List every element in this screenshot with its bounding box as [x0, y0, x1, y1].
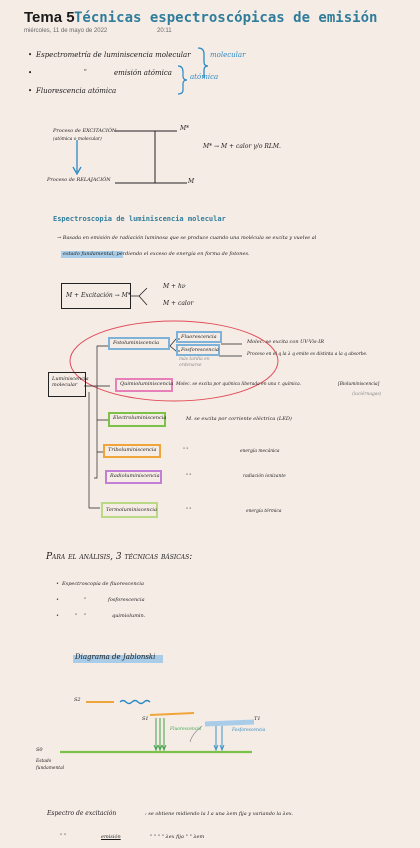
fosforescencia-note-2: ordenarse	[179, 363, 202, 368]
technique-ditto: "	[75, 613, 78, 619]
section-heading-analisis: Para el análisis, 3 técnicas básicas:	[46, 552, 193, 562]
fotolum-note-2: Proceso en el q la λ q emite es distinta…	[247, 352, 368, 357]
estado-label: Estado	[36, 759, 52, 764]
tree-root: Luminiscencia molecular	[52, 376, 89, 388]
radio-note: radiación ionizante	[243, 474, 286, 479]
definition-line-1: → Basada en emisión de radiación luminos…	[57, 235, 317, 241]
technique-2: fosforescencia	[108, 597, 145, 603]
excitacion-label: Proceso de EXCITACIÓN	[53, 128, 117, 134]
fosforescencia-note: más tardía en	[179, 357, 210, 362]
bullet-dot: •	[56, 613, 59, 619]
triboluminiscencia-label: Triboluminiscencia	[108, 447, 157, 453]
bullet-dot: •	[56, 597, 59, 603]
state-s0: S0	[36, 747, 43, 753]
bioluminiscencia-sub: (luciérnagas)	[352, 392, 382, 397]
espectro-ditto: " "	[60, 833, 67, 839]
box-electroluminiscencia: Electroluminiscencia	[108, 412, 166, 427]
tree-root-box: Luminiscencia molecular	[48, 372, 89, 397]
fluorescencia-transition-label: Fluorescencia	[170, 727, 202, 732]
tribo-note: energía mecánica	[240, 449, 280, 454]
intro-ditto: "	[84, 69, 87, 76]
note-time: 20:11	[157, 28, 172, 34]
label-molecular: molecular	[210, 51, 246, 59]
tribo-ditto: " "	[183, 448, 189, 453]
page-title-number: Tema 5	[24, 9, 75, 26]
reaction-text: M + Excitación → M*	[66, 292, 131, 299]
note-date: miércoles, 11 de mayo de 2022	[24, 28, 108, 34]
technique-ditto: "	[84, 597, 87, 603]
relaxation-equation: M* → M + calor γ/o RLM.	[203, 143, 281, 150]
box-fosforescencia: Fosforescencia	[176, 344, 220, 356]
product-2: M + calor	[163, 300, 194, 307]
brace-icon	[197, 47, 209, 78]
reaction-box: M + Excitación → M*	[61, 283, 131, 309]
m-bottom: M	[188, 178, 195, 185]
bioluminiscencia-label: [Bioluminiscencia]	[338, 382, 380, 387]
espectro-emision-text: " " " " λex fija " " λem	[150, 834, 205, 840]
fosforescencia-transition-label: Fosforescencia	[232, 728, 266, 733]
electroluminiscencia-label: Electroluminiscencia	[113, 415, 167, 421]
technique-3: quimiolumin.	[112, 613, 146, 619]
energy-level-diagram	[115, 130, 187, 184]
termo-note: energía térmica	[246, 509, 282, 514]
technique-1: Espectroscopía de fluorescencia	[62, 581, 144, 587]
espectro-excitacion-text: : se obtiene midiendo la I a una λem fij…	[145, 811, 294, 817]
box-fluorescencia: Fluorescencia	[176, 331, 222, 343]
box-triboluminiscencia: Triboluminiscencia	[103, 444, 161, 458]
highlight-jablonski	[73, 655, 163, 663]
luminiscence-tree-lines	[69, 320, 279, 509]
excitacion-sub: (atómica o molecular)	[53, 137, 102, 142]
definition-line-2: estado fundamental, perdiendo el exceso …	[63, 251, 250, 257]
quimioluminiscencia-label: Quimioluminiscencia	[120, 381, 174, 387]
espectro-excitacion-label: Espectro de excitación	[47, 810, 117, 817]
intro-item-3: Fluorescencia atómica	[36, 87, 117, 95]
intro-item-1: Espectrometría de luminiscencia molecula…	[36, 51, 191, 59]
quimio-note: Molec. se excita por química liberada en…	[176, 382, 302, 387]
page-title: Técnicas espectroscópicas de emisión	[74, 10, 378, 26]
branch-arrows-icon	[131, 287, 148, 306]
state-t1: T1	[254, 716, 261, 722]
fundamental-label: fundamental	[36, 766, 65, 771]
electro-note: M. se excita por corriente eléctrica (LE…	[186, 416, 292, 422]
espectro-emision-label: emisión	[101, 834, 121, 840]
state-s1: S1	[142, 716, 149, 722]
fotoluminiscencia-label: Fotoluminiscencia	[113, 340, 160, 346]
product-1: M + hν	[163, 283, 186, 290]
label-atomica: atómica	[190, 73, 219, 81]
box-quimioluminiscencia: Quimioluminiscencia	[115, 378, 173, 392]
highlight-estado	[61, 251, 123, 258]
brace-icon	[177, 65, 188, 95]
box-radioluminiscencia: Radioluminiscencia	[105, 470, 162, 484]
m-star-top: M*	[180, 125, 190, 132]
termo-ditto: " "	[186, 508, 192, 513]
radioluminiscencia-label: Radioluminiscencia	[110, 473, 160, 479]
bullet-dot: •	[28, 51, 33, 59]
jablonski-heading: Diagrama de Jablonski	[75, 653, 156, 661]
termoluminiscencia-label: Termoluminiscencia	[106, 507, 157, 513]
fosforescencia-label: Fosforescencia	[181, 347, 219, 353]
bullet-dot: •	[28, 87, 33, 95]
jablonski-diagram	[60, 699, 255, 754]
box-termoluminiscencia: Termoluminiscencia	[101, 502, 158, 518]
fluorescencia-label: Fluorescencia	[181, 334, 217, 340]
relajacion-label: Proceso de RELAJACIÓN	[47, 177, 111, 183]
section-heading-luminiscencia: Espectroscopia de luminiscencia molecula…	[53, 215, 226, 223]
technique-ditto: "	[84, 613, 87, 619]
bullet-dot: •	[28, 69, 33, 77]
state-s2: S2	[74, 697, 81, 703]
radio-ditto: " "	[186, 474, 192, 479]
arrow-down-icon	[72, 140, 82, 176]
fotolum-note-1: Molec. se excita con UV-Vis-IR	[247, 339, 324, 345]
intro-item-2: emisión atómica	[114, 69, 172, 77]
bullet-dot: •	[56, 581, 59, 587]
box-fotoluminiscencia: Fotoluminiscencia	[108, 337, 170, 350]
